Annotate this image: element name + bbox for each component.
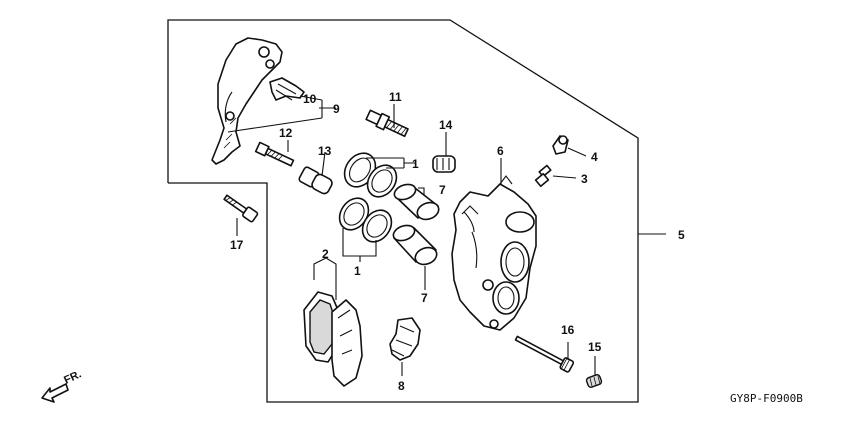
plug-15	[585, 374, 603, 388]
callout-10: 10	[303, 92, 317, 106]
callout-12: 12	[279, 126, 293, 140]
callout-7-lower: 7	[421, 291, 428, 305]
callout-14: 14	[439, 118, 453, 132]
boot-14	[432, 155, 456, 173]
piston-seals-lower	[338, 197, 393, 243]
pad-pin-16	[514, 335, 575, 373]
callout-2: 2	[322, 247, 329, 261]
piston-seals-upper	[343, 152, 398, 198]
callout-15: 15	[588, 340, 602, 354]
pad-spring	[389, 317, 421, 361]
caliper-pin-11	[365, 109, 409, 138]
caliper-body	[451, 175, 537, 331]
bolt-17	[223, 194, 259, 223]
callout-1-lower: 1	[354, 264, 361, 278]
bleeder-cap	[552, 135, 569, 155]
callout-4: 4	[591, 150, 598, 164]
bleeder-screw	[534, 164, 552, 188]
callout-7-upper: 7	[439, 183, 446, 197]
assembly-boundary	[167, 19, 639, 403]
piston-lower	[392, 224, 438, 266]
brake-pads	[303, 291, 363, 387]
callout-6: 6	[497, 144, 504, 158]
pin-boot-13	[298, 166, 333, 195]
callout-16: 16	[561, 323, 575, 337]
front-direction-label: FR.	[62, 368, 83, 386]
diagram-code: GY8P-F0900B	[730, 392, 803, 405]
callout-8: 8	[398, 379, 405, 393]
callout-5: 5	[678, 228, 685, 242]
leader-lines	[227, 95, 666, 376]
callout-1-upper: 1	[412, 157, 419, 171]
callout-13: 13	[318, 144, 332, 158]
callout-17: 17	[230, 238, 244, 252]
callout-11: 11	[389, 90, 402, 104]
piston-upper	[393, 183, 440, 221]
callout-9: 9	[333, 102, 340, 116]
pin-bolt-12	[254, 141, 295, 167]
callout-3: 3	[581, 172, 588, 186]
caliper-bracket	[211, 37, 283, 165]
front-direction-arrow	[41, 383, 69, 403]
